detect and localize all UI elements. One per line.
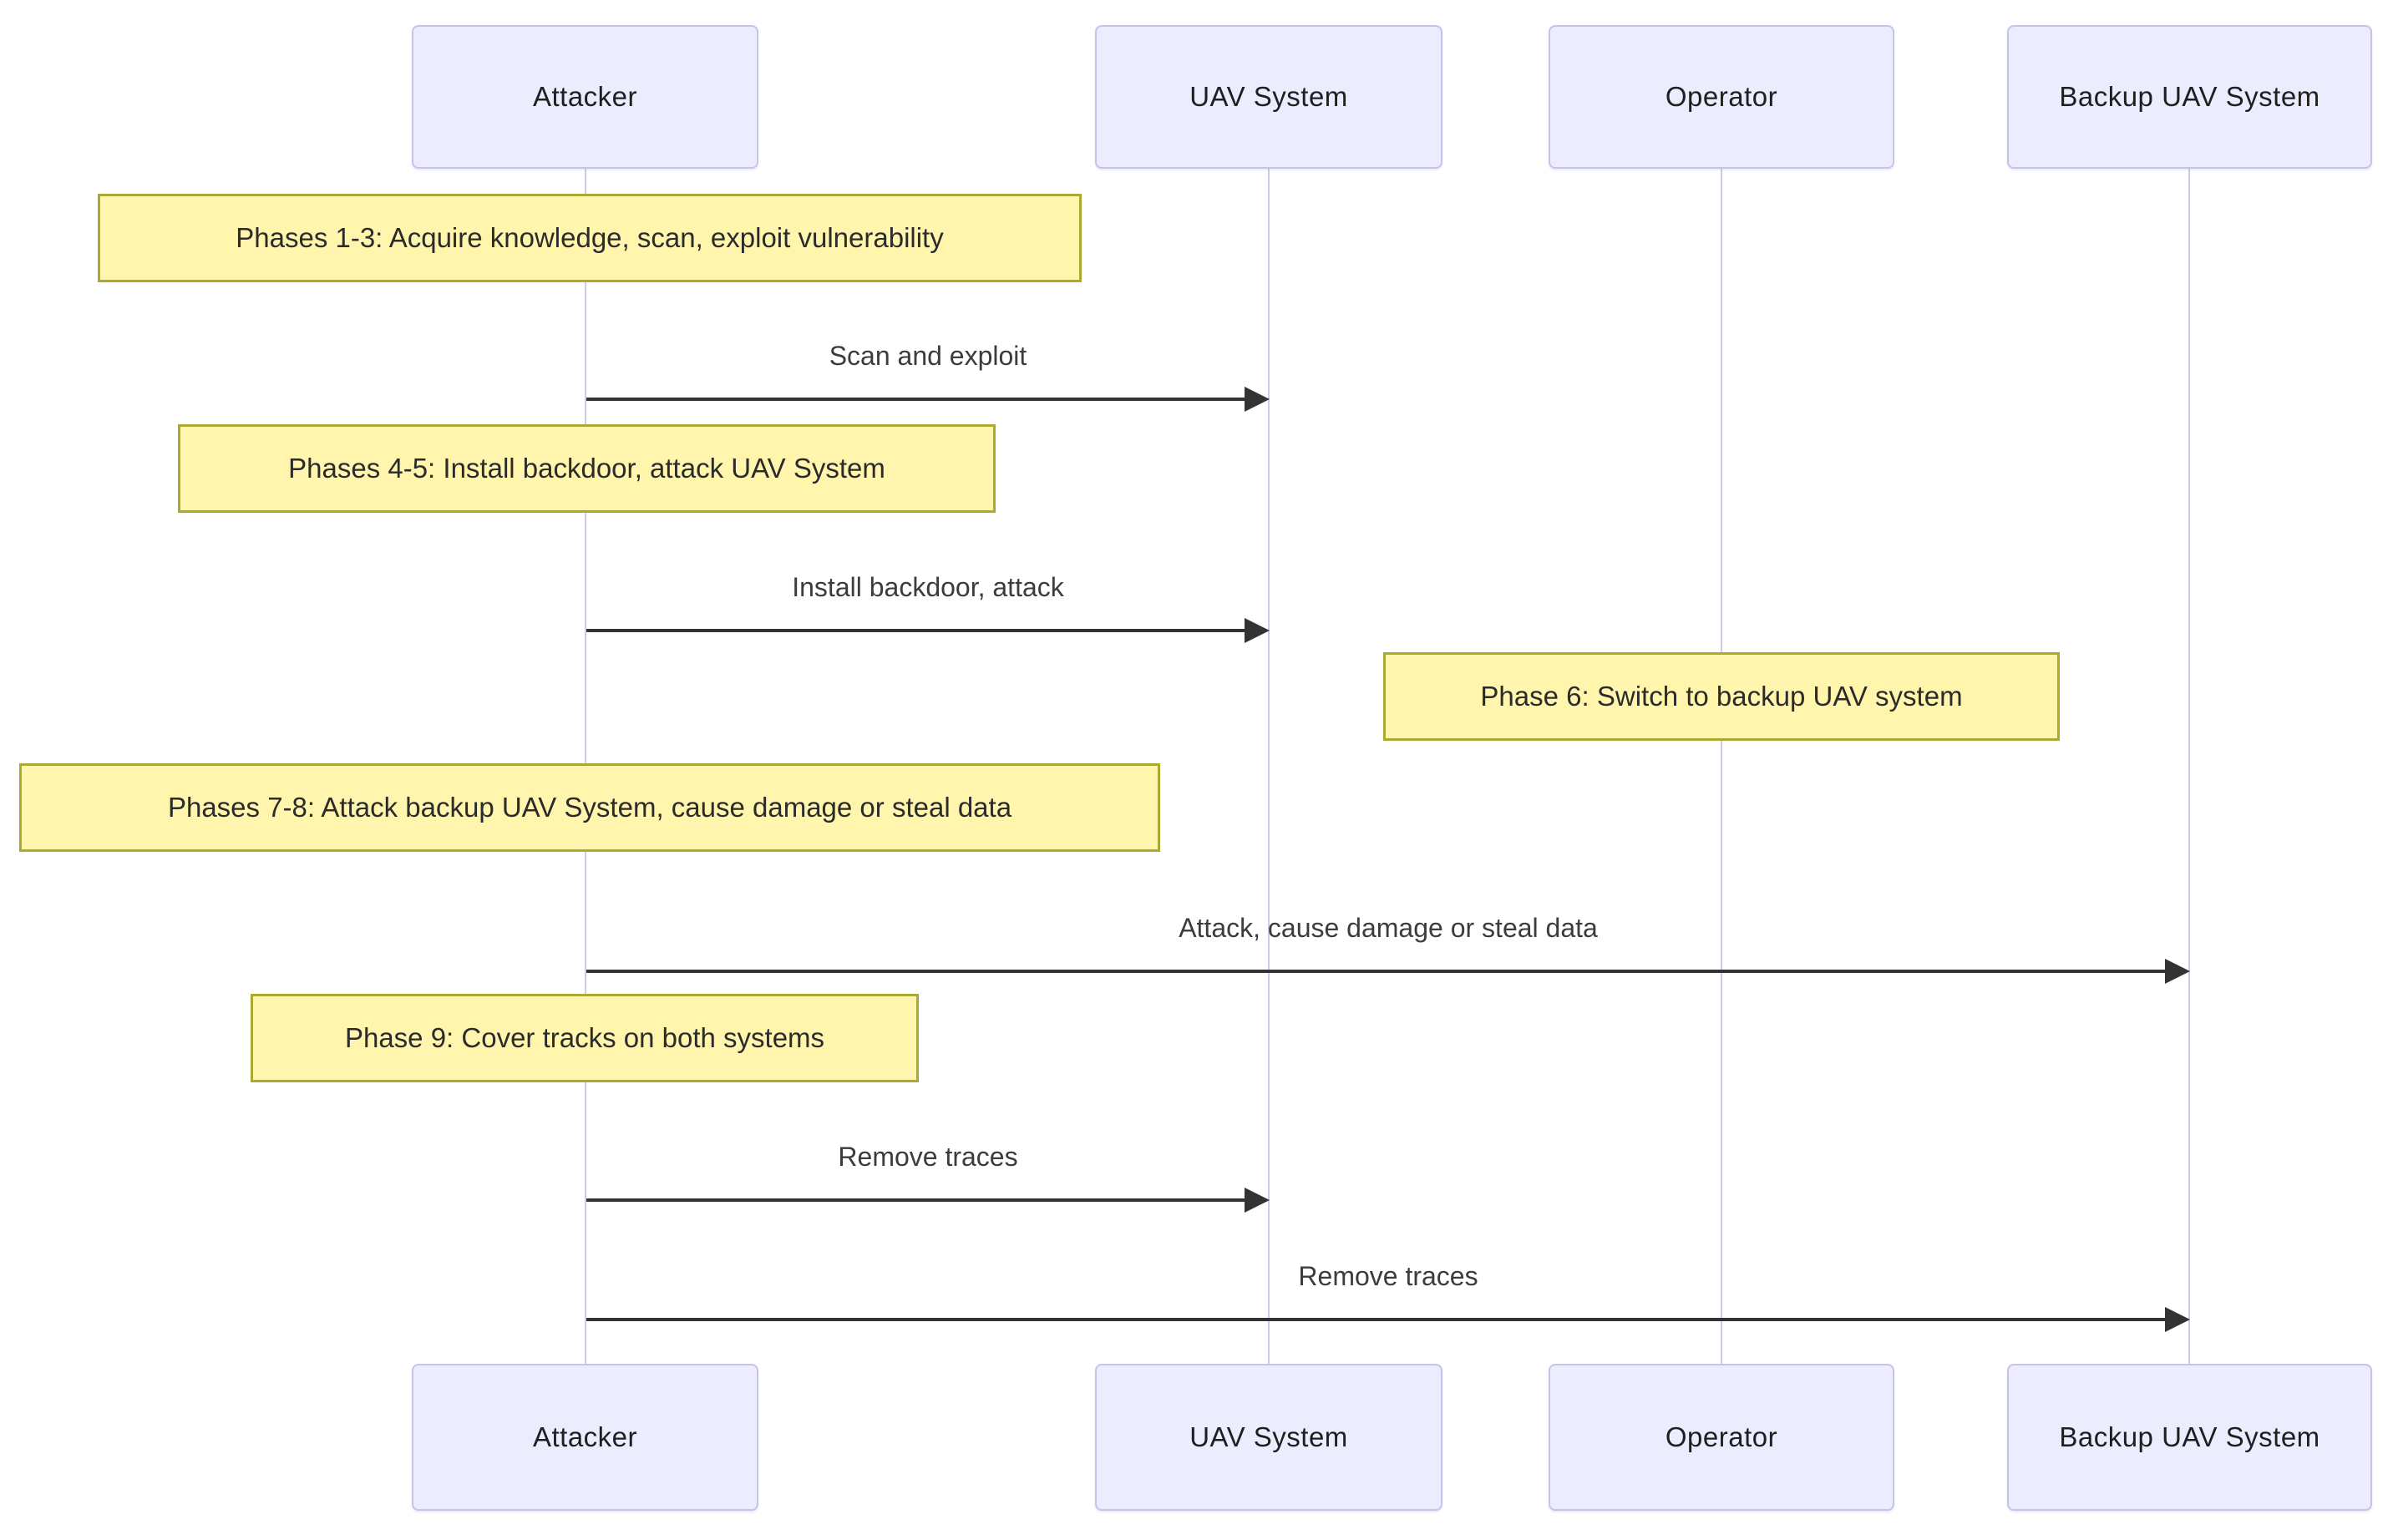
actor-backup-uav-system-label: Backup UAV System — [2059, 81, 2320, 112]
note-phases-1-3: Phases 1-3: Acquire knowledge, scan, exp… — [98, 194, 1082, 282]
actor-attacker-top: Attacker — [412, 25, 758, 169]
note-phases-7-8: Phases 7-8: Attack backup UAV System, ca… — [19, 763, 1160, 852]
message-3-line — [586, 970, 2165, 973]
message-2-arrowhead-icon — [1245, 618, 1270, 643]
note-phase-9-text: Phase 9: Cover tracks on both systems — [344, 1022, 825, 1053]
message-1-line — [586, 398, 1245, 401]
actor-attacker-label: Attacker — [532, 81, 638, 112]
note-phase-6: Phase 6: Switch to backup UAV system — [1383, 652, 2060, 741]
message-4-arrowhead-icon — [1245, 1188, 1270, 1213]
actor-attacker-label: Attacker — [532, 1421, 638, 1452]
actor-backup-uav-system-top: Backup UAV System — [2007, 25, 2372, 169]
actor-uav-system-bottom: UAV System — [1095, 1364, 1442, 1511]
lifeline-operator — [1721, 167, 1722, 1368]
actor-uav-system-top: UAV System — [1095, 25, 1442, 169]
message-1-arrowhead-icon — [1245, 387, 1270, 412]
note-phases-1-3-text: Phases 1-3: Acquire knowledge, scan, exp… — [236, 222, 944, 253]
actor-operator-top: Operator — [1549, 25, 1894, 169]
message-4-line — [586, 1198, 1245, 1202]
message-3-arrowhead-icon — [2165, 959, 2190, 984]
note-phases-7-8-text: Phases 7-8: Attack backup UAV System, ca… — [167, 792, 1012, 823]
lifeline-uav-system — [1268, 167, 1270, 1368]
lifeline-backup-uav-system — [2188, 167, 2190, 1368]
message-2-label: Install backdoor, attack — [792, 572, 1064, 602]
actor-backup-uav-system-label: Backup UAV System — [2059, 1421, 2320, 1452]
message-1-label: Scan and exploit — [829, 341, 1027, 371]
message-2-line — [586, 629, 1245, 632]
actor-operator-bottom: Operator — [1549, 1364, 1894, 1511]
actor-operator-label: Operator — [1665, 81, 1778, 112]
message-5-line — [586, 1318, 2165, 1321]
note-phases-4-5-text: Phases 4-5: Install backdoor, attack UAV… — [288, 453, 885, 484]
actor-uav-system-label: UAV System — [1189, 1421, 1348, 1452]
actor-uav-system-label: UAV System — [1189, 81, 1348, 112]
message-5-label: Remove traces — [1298, 1261, 1478, 1291]
actor-operator-label: Operator — [1665, 1421, 1778, 1452]
actor-backup-uav-system-bottom: Backup UAV System — [2007, 1364, 2372, 1511]
message-5-arrowhead-icon — [2165, 1307, 2190, 1332]
note-phase-6-text: Phase 6: Switch to backup UAV system — [1480, 681, 1963, 712]
message-4-label: Remove traces — [838, 1142, 1018, 1172]
note-phase-9: Phase 9: Cover tracks on both systems — [251, 994, 919, 1082]
message-3-label: Attack, cause damage or steal data — [1179, 913, 1598, 943]
actor-attacker-bottom: Attacker — [412, 1364, 758, 1511]
note-phases-4-5: Phases 4-5: Install backdoor, attack UAV… — [178, 424, 996, 513]
